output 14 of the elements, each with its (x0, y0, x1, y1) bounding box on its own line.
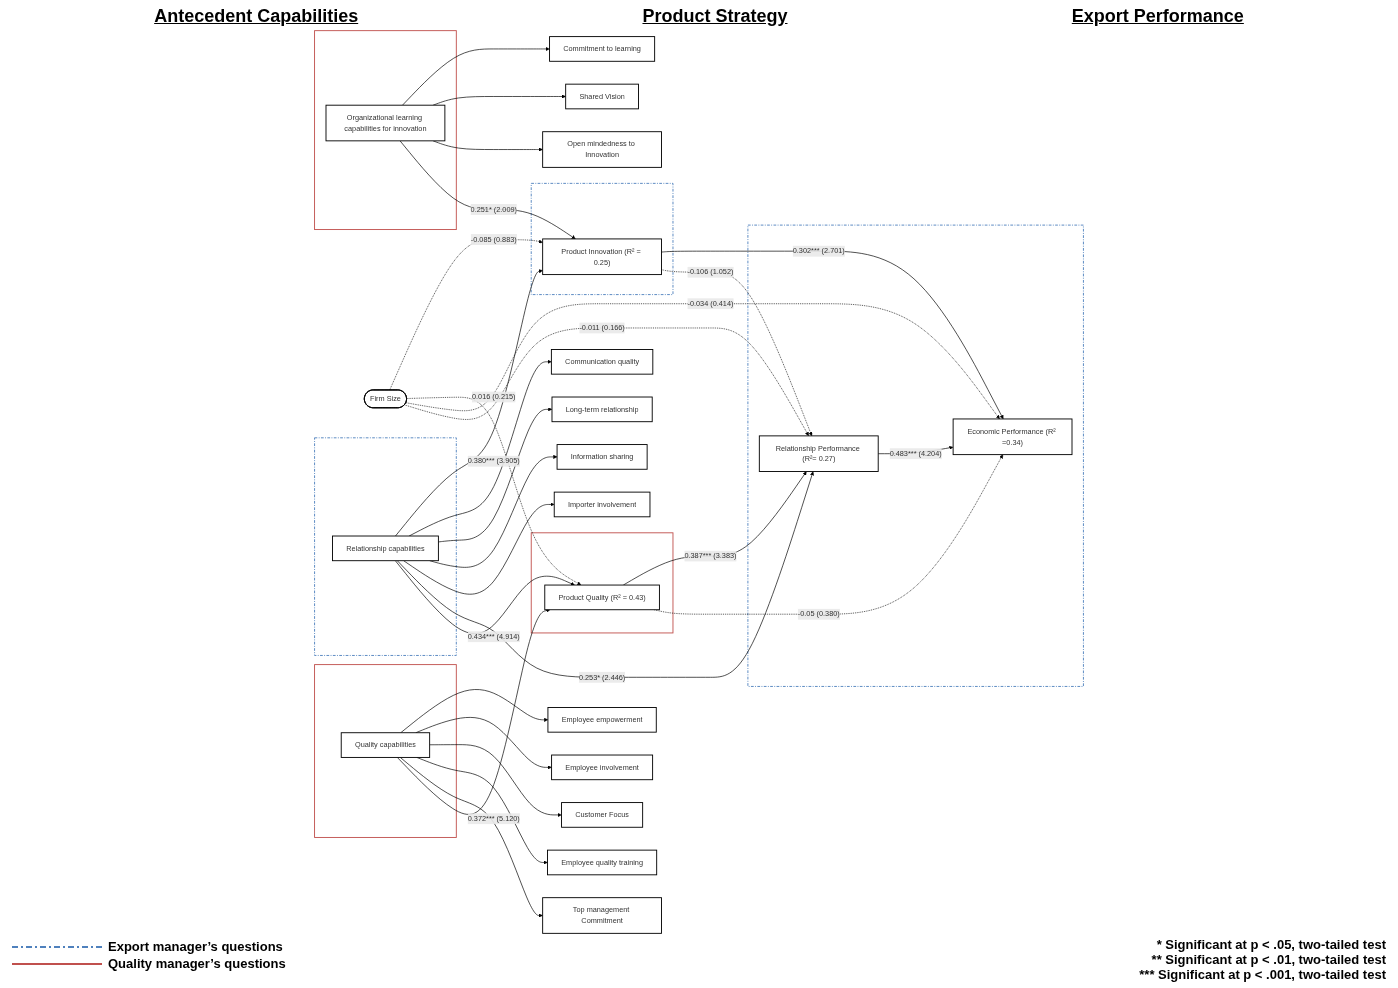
significance-note: *** Significant at p < .001, two-tailed test (1139, 967, 1386, 982)
cluster (314, 30, 457, 230)
column-heading: Antecedent Capabilities (154, 6, 359, 27)
legend-text: Export manager’s questions (108, 939, 283, 954)
significance-note: ** Significant at p < .01, two-tailed test (1150, 952, 1386, 967)
cluster (530, 532, 674, 634)
cluster (314, 437, 457, 656)
significance-note: * Significant at p < .05, two-tailed test (1155, 937, 1386, 952)
cluster (314, 664, 457, 838)
cluster (530, 182, 674, 296)
column-heading: Product Strategy (642, 6, 788, 27)
legend-text: Quality manager’s questions (108, 956, 286, 971)
column-heading: Export Performance (1071, 6, 1244, 27)
cluster (747, 224, 1084, 687)
